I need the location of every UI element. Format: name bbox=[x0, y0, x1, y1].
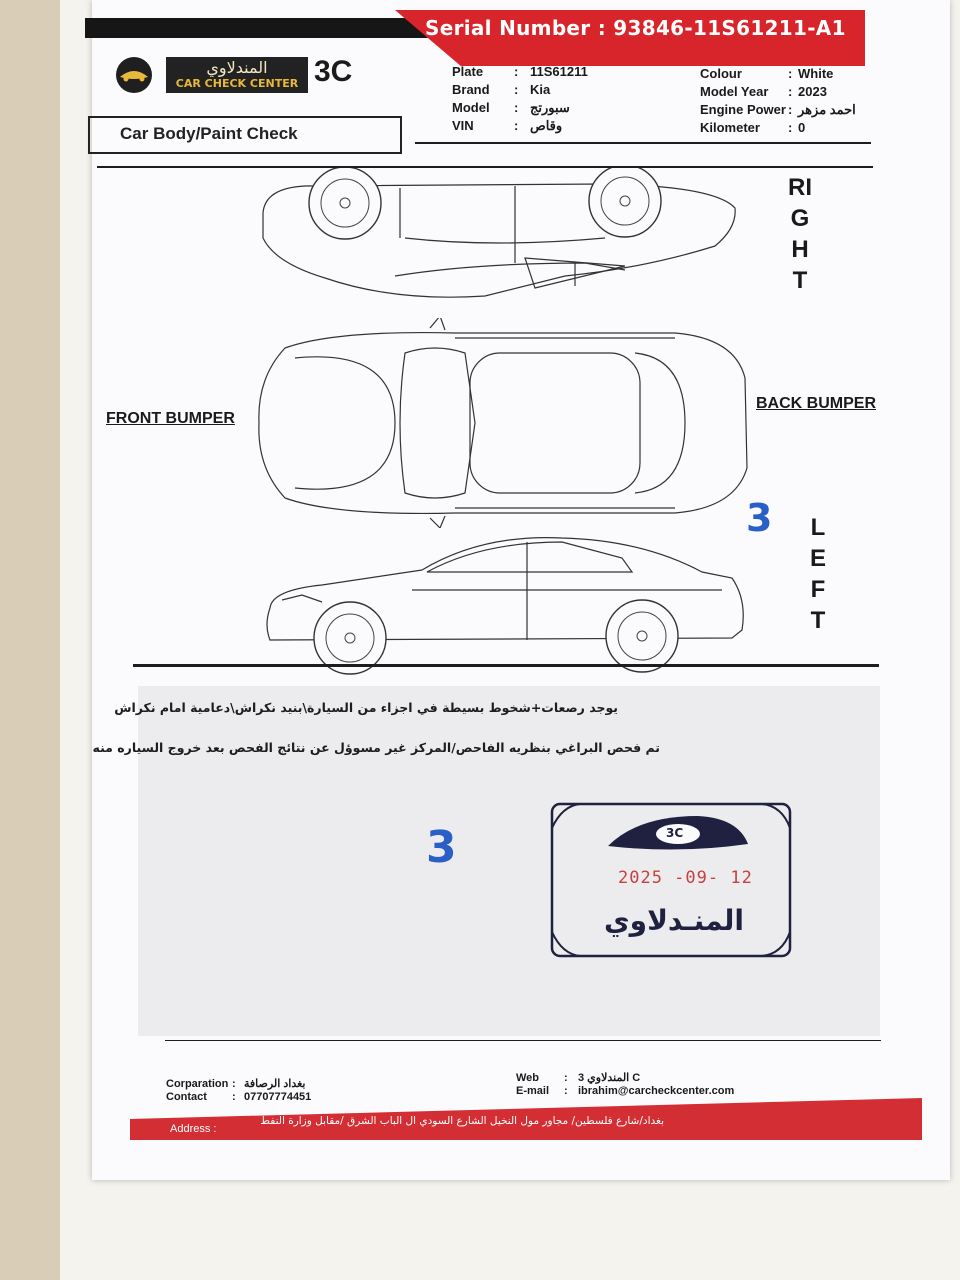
table-surface bbox=[0, 0, 60, 1280]
right-side-label: RIGHT bbox=[788, 172, 812, 296]
stamp-date: 2025 -09- 12 bbox=[618, 868, 753, 888]
info-model: Model: سبورتج bbox=[452, 100, 570, 118]
info-colour: Colour: White bbox=[700, 66, 833, 84]
left-side-text: LEFT bbox=[809, 514, 826, 634]
right-side-text: RIGHT bbox=[788, 174, 812, 294]
serial-label: Serial Number : bbox=[425, 16, 607, 40]
diagram-bottom-rule bbox=[133, 664, 879, 667]
model-year-value: 2023 bbox=[798, 84, 827, 99]
back-bumper-label: BACK BUMPER bbox=[756, 395, 876, 412]
serial-value: 93846-11S61211-A1 bbox=[613, 16, 846, 40]
address-sep: : bbox=[213, 1123, 217, 1135]
front-bumper-label: FRONT BUMPER bbox=[106, 410, 235, 427]
brand-sep: : bbox=[514, 82, 519, 97]
model-sep: : bbox=[514, 100, 519, 115]
logo-english: CAR CHECK CENTER bbox=[175, 77, 299, 90]
address-label-text: Address bbox=[170, 1123, 211, 1135]
footer-email: E-mail: ibrahim@carcheckcenter.com bbox=[516, 1085, 734, 1097]
address-value: بغداد/شارع فلسطين/ مجاور مول النخيل الشا… bbox=[260, 1115, 664, 1127]
kilometer-sep: : bbox=[788, 120, 793, 135]
left-rear-wheel-icon bbox=[606, 600, 678, 672]
info-model-year: Model Year:2023 bbox=[700, 84, 827, 102]
brand-value: Kia bbox=[530, 82, 551, 97]
footer-rule bbox=[165, 1040, 881, 1041]
web-label: Web bbox=[516, 1072, 540, 1084]
info-vin: VIN: وقاص bbox=[452, 118, 562, 136]
header-rule-right bbox=[415, 142, 871, 144]
colour-label: Colour bbox=[700, 66, 742, 81]
handwritten-mark-notes: 3 bbox=[426, 822, 457, 873]
left-side-label: LEFT bbox=[806, 512, 830, 636]
vin-label: VIN bbox=[452, 118, 474, 133]
plate-sep: : bbox=[514, 64, 519, 79]
colour-sep: : bbox=[788, 66, 793, 81]
note-line-2: تم فحص البراغي بنظريه الفاحص/المركز غير … bbox=[92, 740, 660, 755]
page-title: Car Body/Paint Check bbox=[88, 116, 402, 154]
stamp-frame bbox=[550, 802, 792, 958]
model-year-label: Model Year bbox=[700, 84, 769, 99]
corporation-label: Corparation bbox=[166, 1078, 229, 1090]
web-value[interactable]: المندلاوي 3 C bbox=[578, 1072, 641, 1084]
web-sep: : bbox=[564, 1072, 568, 1084]
plate-value: 11S61211 bbox=[530, 64, 588, 79]
inspection-stamp: 3C 2025 -09- 12 المنـدلاوي bbox=[548, 798, 794, 958]
note-line-1: يوجد رصعات+شخوط بسيطة في اجزاء من السيار… bbox=[114, 700, 618, 715]
contact-label: Contact bbox=[166, 1091, 207, 1103]
footer-contact: Contact:07707774451 bbox=[166, 1091, 311, 1103]
model-year-sep: : bbox=[788, 84, 793, 99]
corporation-sep: : bbox=[232, 1078, 236, 1090]
vin-value: وقاص bbox=[530, 118, 563, 133]
logo-arabic: المندلاوي bbox=[206, 58, 268, 77]
serial-number: Serial Number : 93846-11S61211-A1 bbox=[425, 16, 846, 40]
handwritten-mark-diagram: 3 bbox=[746, 496, 773, 540]
info-engine-power: Engine Power: احمد مزهر bbox=[700, 102, 856, 120]
corporation-value: بغداد الرصافة bbox=[244, 1078, 306, 1090]
left-front-wheel-icon bbox=[314, 602, 386, 674]
contact-sep: : bbox=[232, 1091, 236, 1103]
email-label: E-mail bbox=[516, 1085, 550, 1097]
address-label: Address : bbox=[170, 1123, 216, 1135]
company-logo: المندلاوي CAR CHECK CENTER 3C bbox=[110, 55, 365, 97]
vin-sep: : bbox=[514, 118, 519, 133]
info-brand: Brand: Kia bbox=[452, 82, 550, 100]
engine-power-label: Engine Power bbox=[700, 102, 786, 117]
car-left-side-view bbox=[262, 530, 752, 678]
car-badge-icon bbox=[116, 57, 152, 93]
info-plate: Plate:11S61211 bbox=[452, 64, 588, 82]
kilometer-value: 0 bbox=[798, 120, 806, 135]
contact-value: 07707774451 bbox=[244, 1091, 312, 1103]
info-kilometer: Kilometer:0 bbox=[700, 120, 805, 138]
model-value: سبورتج bbox=[530, 100, 570, 115]
logo-text-box: المندلاوي CAR CHECK CENTER bbox=[166, 57, 308, 93]
right-front-wheel-icon bbox=[309, 168, 381, 239]
car-top-view bbox=[255, 318, 755, 528]
footer-web: Web: المندلاوي 3 C bbox=[516, 1071, 640, 1084]
header-red-bar bbox=[395, 10, 865, 66]
engine-power-value: احمد مزهر bbox=[798, 102, 856, 117]
page-title-text: Car Body/Paint Check bbox=[120, 124, 298, 143]
brand-label: Brand bbox=[452, 82, 490, 97]
logo-3c: 3C bbox=[314, 55, 353, 88]
model-label: Model bbox=[452, 100, 490, 115]
colour-value: White bbox=[798, 66, 834, 81]
car-right-side-view bbox=[245, 168, 745, 308]
plate-label: Plate bbox=[452, 64, 484, 79]
stamp-car-icon bbox=[608, 816, 748, 850]
stamp-3c: 3C bbox=[666, 826, 684, 840]
right-rear-wheel-icon bbox=[589, 168, 661, 237]
email-sep: : bbox=[564, 1085, 568, 1097]
kilometer-label: Kilometer bbox=[700, 120, 760, 135]
diagram-top-rule bbox=[97, 166, 873, 168]
notes-panel bbox=[138, 686, 880, 1036]
stamp-name: المنـدلاوي bbox=[604, 904, 744, 937]
engine-power-sep: : bbox=[788, 102, 793, 117]
email-value[interactable]: ibrahim@carcheckcenter.com bbox=[578, 1085, 735, 1097]
footer-corporation: Corparation: بغداد الرصافة bbox=[166, 1077, 305, 1090]
